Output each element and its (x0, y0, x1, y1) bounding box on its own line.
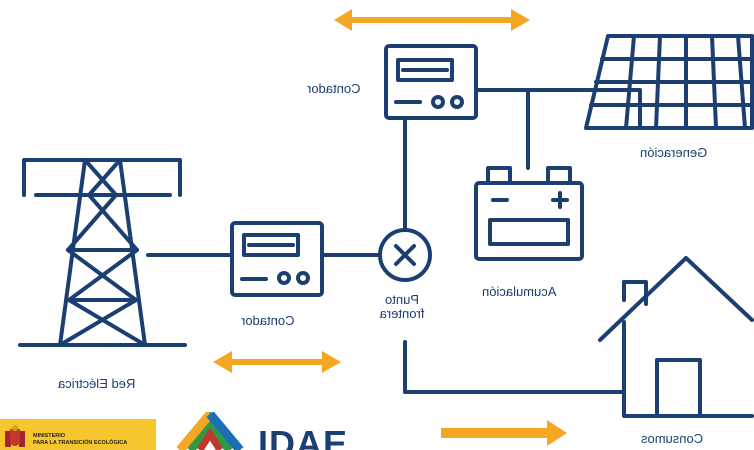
storage-label: Acumulación (482, 284, 557, 299)
arrow-bottom-bidirectional (213, 351, 341, 373)
ministry-text: MINISTERIO PARA LA TRANSICIÓN ECOLÓGICA (33, 433, 128, 446)
arrow-right (441, 420, 567, 446)
generation-label: Generación (640, 145, 708, 160)
line-boundary-to-house (403, 340, 624, 394)
boundary-point-label: Punto frontera (379, 292, 425, 321)
idae-logo: IDAE (170, 412, 350, 450)
ministry-logo: MINISTERIO PARA LA TRANSICIÓN ECOLÓGICA (0, 419, 156, 450)
meter-left-icon (230, 221, 324, 297)
solar-panel-icon (584, 34, 754, 130)
meter-top-icon (384, 44, 478, 120)
line-meter-to-panel (474, 88, 642, 130)
meter-left-label: Contador (241, 313, 295, 328)
coat-of-arms-icon (5, 425, 25, 447)
tower-icon (18, 158, 187, 347)
arrow-top-bidirectional (334, 9, 530, 31)
battery-icon (474, 166, 584, 261)
idae-wordmark: IDAE (258, 423, 349, 450)
house-icon (598, 256, 754, 418)
consumption-label: Consumos (641, 431, 704, 446)
meter-top-label: Contador (307, 81, 361, 96)
grid-label: Red Eléctrica (58, 376, 136, 391)
idae-emblem-icon (176, 412, 244, 450)
boundary-point-icon (378, 228, 432, 282)
